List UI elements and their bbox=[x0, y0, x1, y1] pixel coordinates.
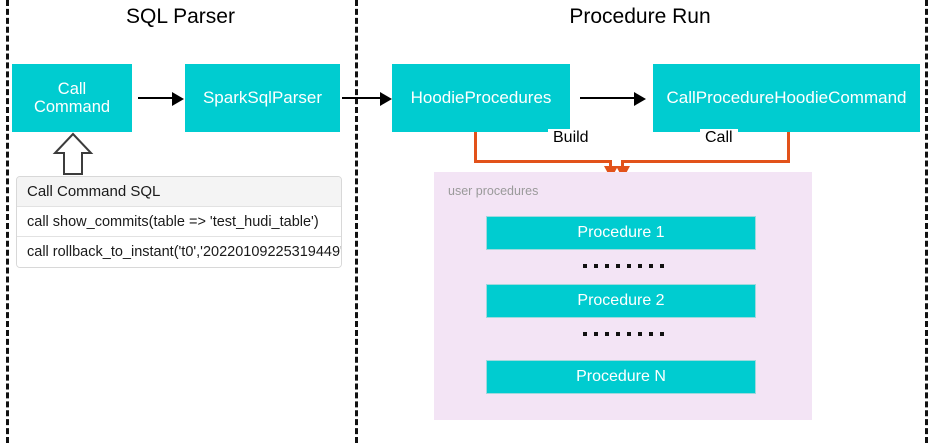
call-command-sql-table: Call Command SQL call show_commits(table… bbox=[16, 176, 342, 268]
arrow-head-icon-to-hoodie-procedures bbox=[380, 91, 392, 106]
build-connector-vertical-down bbox=[609, 160, 612, 169]
up-block-arrow-icon bbox=[52, 131, 94, 182]
arrow-call-command-to-spark-sql-parser bbox=[138, 97, 174, 99]
edge-label-build: Build bbox=[548, 129, 594, 147]
section-title-procedure-run: Procedure Run bbox=[569, 5, 711, 28]
build-connector-vertical-left bbox=[474, 132, 477, 163]
section-divider-middle bbox=[355, 0, 358, 443]
procedure-box-2[interactable]: Procedure 2 bbox=[486, 284, 756, 318]
table-header-call-command-sql: Call Command SQL bbox=[17, 177, 341, 207]
node-call-command[interactable]: Call Command bbox=[12, 64, 132, 132]
section-divider-right bbox=[925, 0, 928, 443]
call-connector-vertical-right bbox=[787, 132, 790, 163]
section-title-sql-parser: SQL Parser bbox=[126, 5, 235, 28]
procedure-box-1[interactable]: Procedure 1 bbox=[486, 216, 756, 250]
procedure-box-n[interactable]: Procedure N bbox=[486, 360, 756, 394]
ellipsis-dots-1 bbox=[583, 264, 664, 268]
node-call-command-line2: Command bbox=[33, 98, 111, 116]
arrow-head-icon-to-spark-sql-parser bbox=[172, 91, 184, 106]
table-row: call rollback_to_instant('t0','202201092… bbox=[17, 237, 341, 267]
node-call-command-line1: Call bbox=[57, 79, 87, 98]
table-row: call show_commits(table => 'test_hudi_ta… bbox=[17, 207, 341, 237]
call-connector-vertical-down bbox=[621, 160, 624, 169]
section-divider-left bbox=[6, 0, 9, 443]
build-connector-horizontal bbox=[474, 160, 612, 163]
arrow-hoodie-procedures-to-call-procedure-command bbox=[580, 97, 638, 99]
node-spark-sql-parser[interactable]: SparkSqlParser bbox=[185, 64, 340, 132]
user-procedures-label: user procedures bbox=[448, 184, 539, 198]
call-connector-horizontal bbox=[621, 160, 790, 163]
ellipsis-dots-2 bbox=[583, 332, 664, 336]
arrow-head-icon-to-call-procedure-command bbox=[634, 91, 646, 106]
arrow-spark-sql-parser-to-hoodie-procedures bbox=[342, 97, 386, 99]
edge-label-call: Call bbox=[700, 129, 738, 147]
node-hoodie-procedures[interactable]: HoodieProcedures bbox=[392, 64, 570, 132]
node-call-procedure-hoodie-command[interactable]: CallProcedureHoodieCommand bbox=[653, 64, 920, 132]
